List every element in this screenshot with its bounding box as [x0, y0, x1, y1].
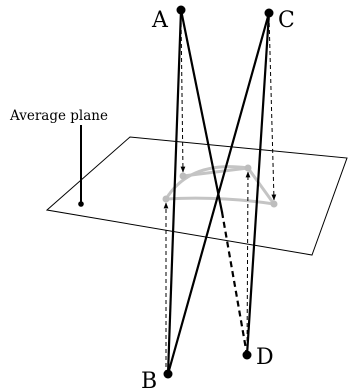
- plane-label: Average plane: [9, 108, 108, 124]
- projection-edge: [181, 166, 250, 178]
- vertex-a: [176, 5, 186, 15]
- projection-edge: [246, 166, 276, 206]
- projection-arrow-a: [180, 15, 186, 173]
- vertex-c: [264, 8, 274, 18]
- vertices: [163, 5, 274, 379]
- projected-points: [162, 164, 278, 208]
- average-plane: [45, 136, 348, 256]
- quadrilateral-edges: [166, 8, 271, 376]
- vertex-b: [163, 369, 173, 379]
- plane-leader-dot: [78, 201, 84, 207]
- projection-point-d: [244, 164, 252, 172]
- projection-arrows: [163, 15, 277, 374]
- edge-a-d-upper: [179, 8, 224, 214]
- edge-a-b: [166, 8, 183, 376]
- vertex-d: [242, 350, 252, 360]
- projection-arrow-c: [268, 15, 277, 201]
- vertex-label-b: B: [141, 369, 157, 390]
- edge-a-d-hidden: [220, 211, 249, 356]
- vertex-label-d: D: [256, 345, 274, 370]
- projection-point-b: [162, 195, 170, 203]
- projection-point-c: [270, 200, 278, 208]
- edge-c-d: [245, 11, 271, 357]
- edge-c-b: [166, 11, 271, 376]
- projection-arrow-d: [245, 171, 251, 356]
- vertex-label-a: A: [151, 8, 169, 33]
- projection-point-a: [179, 172, 187, 180]
- vertex-label-c: C: [278, 8, 295, 33]
- projection-edge: [164, 165, 250, 201]
